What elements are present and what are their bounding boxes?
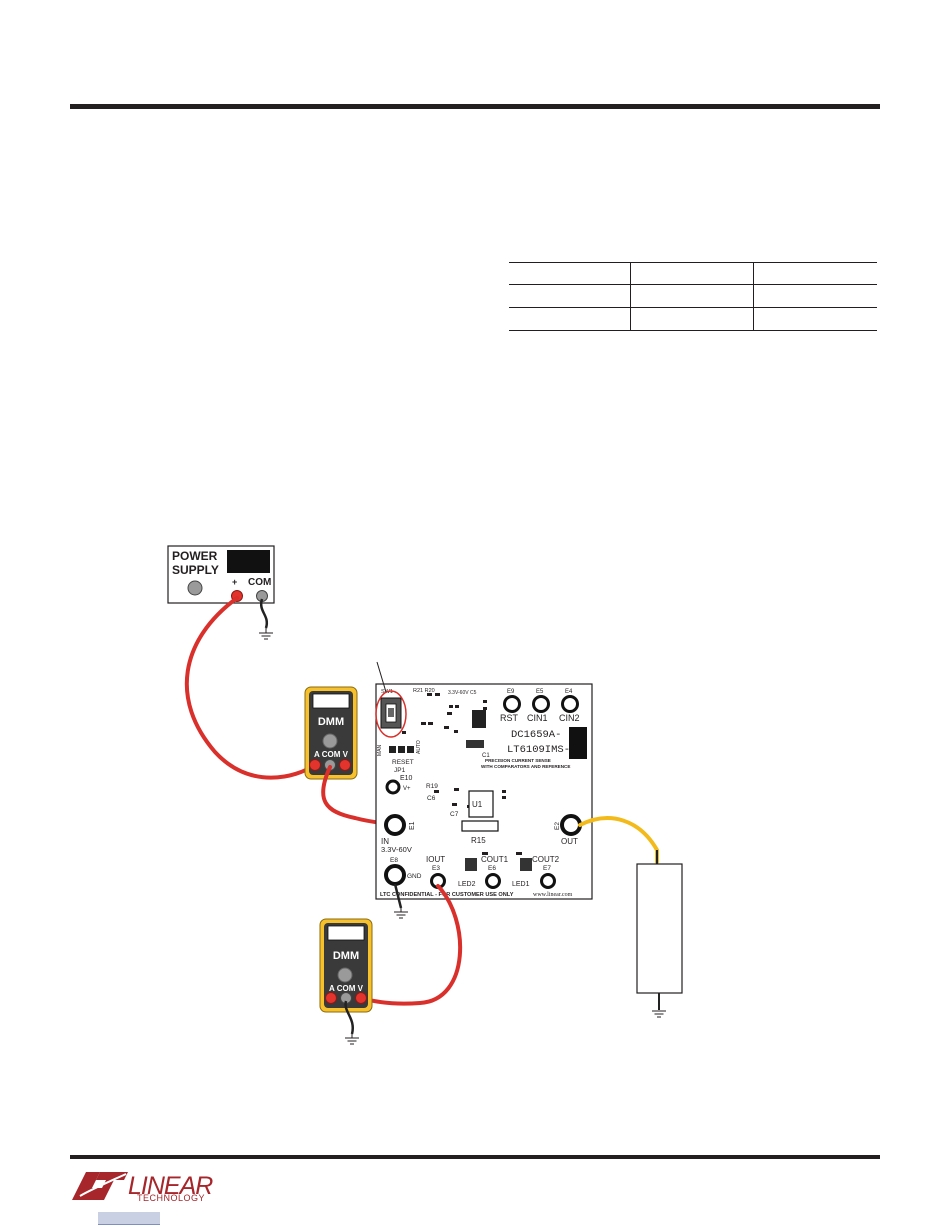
board-e4-label: E4 xyxy=(565,689,573,695)
board-r19-label: R19 xyxy=(426,783,438,790)
wire-red-iout xyxy=(359,884,463,1006)
linear-logo-icon xyxy=(72,1172,128,1200)
table-row xyxy=(509,308,877,331)
board-e5-label: E5 xyxy=(536,689,544,695)
board-range-small: 3.3V-60V C5 xyxy=(448,690,477,696)
power-supply-title-line1: POWER xyxy=(172,549,218,563)
board-in-label: IN xyxy=(381,837,389,846)
spec-table xyxy=(509,262,877,331)
power-supply: POWER SUPPLY + COM xyxy=(167,545,275,604)
board-vplus-label: V+ xyxy=(403,786,411,792)
board-led2-label: LED2 xyxy=(458,881,476,888)
board-website: www.linear.com xyxy=(533,892,573,898)
dmm-bottom: DMM A COM V xyxy=(319,918,373,1013)
board-iout-label: IOUT xyxy=(426,855,445,864)
table-row xyxy=(509,262,877,285)
dmm-top-display xyxy=(312,693,350,709)
dmm-top-label: DMM xyxy=(318,716,344,728)
power-supply-title-line2: SUPPLY xyxy=(172,563,219,577)
board-top-labels: R21 R20 xyxy=(413,688,435,694)
board-e8-turret xyxy=(384,864,406,886)
ground-symbol-icon xyxy=(345,1034,359,1045)
board-e9-label: E9 xyxy=(507,689,515,695)
board-c6-label: C6 xyxy=(427,795,436,802)
board-e8-label: E8 xyxy=(390,857,398,864)
sw1-highlight xyxy=(375,690,407,738)
board-cin1-label: CIN1 xyxy=(527,713,548,723)
board-r15-label: R15 xyxy=(471,836,486,845)
ground-symbol-icon xyxy=(259,628,273,640)
board-e6-label: E6 xyxy=(488,865,496,872)
wire-yellow-out xyxy=(578,816,659,864)
board-e2-label: E2 xyxy=(554,822,561,830)
board-gnd-label: GND xyxy=(407,873,422,880)
board-man-label: MAN xyxy=(377,745,383,757)
ground-symbol-icon xyxy=(394,908,408,919)
table-row xyxy=(509,285,877,308)
board-subtitle-line1: PRECISION CURRENT SENSE xyxy=(485,758,551,763)
dmm-top-terminals: A COM V xyxy=(314,750,349,759)
board-in-range: 3.3V-60V xyxy=(381,845,412,854)
logo-sub: TECHNOLOGY xyxy=(137,1193,206,1203)
load-resistor xyxy=(636,863,683,994)
logo-name: LINEAR xyxy=(128,1172,213,1200)
dmm-top: DMM A COM V xyxy=(304,686,358,780)
board-led1-label: LED1 xyxy=(512,881,530,888)
board-led2-icon xyxy=(465,858,477,871)
header-rule xyxy=(70,104,880,109)
power-supply-com-label: COM xyxy=(248,577,271,588)
board-c1-label: C1 xyxy=(482,753,490,759)
dmm-bottom-knob-icon xyxy=(337,967,353,983)
board-u1-chip xyxy=(468,790,494,818)
board-e2-turret xyxy=(560,814,582,836)
board-cin2-label: CIN2 xyxy=(559,713,580,723)
board-part-line2: LT6109IMS- xyxy=(507,744,570,756)
footer-rule xyxy=(70,1155,880,1159)
board-auto-label: AUTO xyxy=(416,740,422,754)
dmm-bottom-label: DMM xyxy=(333,950,359,962)
board-part-line1: DC1659A- xyxy=(511,729,561,741)
board-ic-small xyxy=(472,710,486,728)
board-u1-label: U1 xyxy=(472,800,483,809)
board-out-label: OUT xyxy=(561,837,578,846)
board-e6-turret xyxy=(485,873,501,889)
board-led1-icon xyxy=(520,858,532,871)
page-link[interactable] xyxy=(98,1212,160,1225)
power-supply-knob-icon xyxy=(187,580,203,596)
board-e7-label: E7 xyxy=(543,865,551,872)
board-cout2-label: COUT2 xyxy=(532,855,560,864)
board-jp1-label: JP1 xyxy=(394,767,406,774)
board-cout1-label: COUT1 xyxy=(481,855,509,864)
dmm-bottom-terminals: A COM V xyxy=(329,984,364,993)
wire-red-supply xyxy=(184,596,317,780)
board-e3-label: E3 xyxy=(432,865,440,872)
board-rst-label: RST xyxy=(500,713,519,723)
power-supply-display xyxy=(227,550,270,573)
board-e1-turret xyxy=(384,814,406,836)
ground-symbol-icon xyxy=(652,1010,666,1018)
board-subtitle-line2: WITH COMPARATORS AND REFERENCE xyxy=(481,764,570,769)
board-c7-label: C7 xyxy=(450,811,459,818)
demo-board: SW1 R21 R20 3.3V-60V C5 xyxy=(375,661,593,900)
power-supply-plus-label: + xyxy=(232,577,237,587)
board-e10-label: E10 xyxy=(400,775,413,782)
board-e7-turret xyxy=(540,873,556,889)
board-reset-label: RESET xyxy=(392,759,414,766)
dmm-top-knob-icon xyxy=(322,733,338,749)
board-e1-label: E1 xyxy=(409,821,416,830)
dmm-bottom-display xyxy=(327,925,365,941)
